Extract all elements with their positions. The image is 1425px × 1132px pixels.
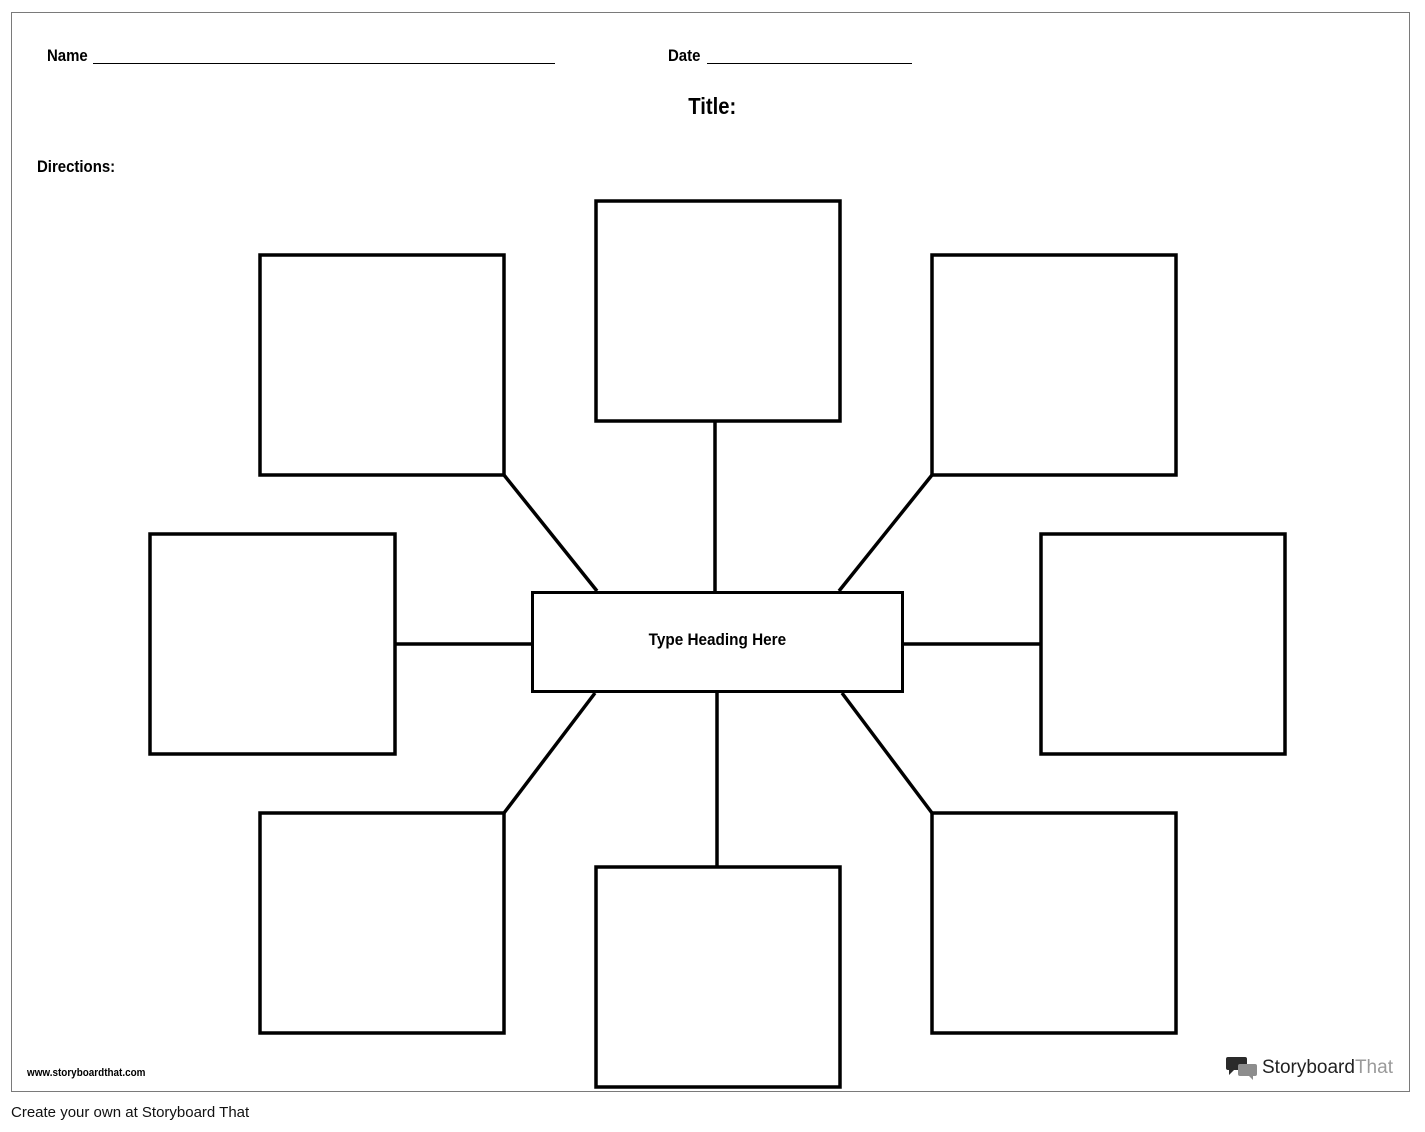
box-bottom-left[interactable] <box>258 811 506 1035</box>
create-your-own-link[interactable]: Create your own at Storyboard That <box>11 1104 250 1121</box>
center-heading-box[interactable]: Type Heading Here <box>531 591 904 693</box>
center-heading-text: Type Heading Here <box>648 630 787 649</box>
box-top-left[interactable] <box>258 253 506 477</box>
brand-name-that: That <box>1354 1057 1393 1078</box>
connector-bottom-right <box>840 691 934 815</box>
box-left[interactable] <box>148 532 397 756</box>
title-heading: Title: <box>0 93 1425 120</box>
site-url: www.storyboardthat.com <box>27 1067 146 1079</box>
connector-bottom-left <box>502 691 597 815</box>
box-bottom[interactable] <box>594 865 842 1089</box>
box-top[interactable] <box>594 199 842 423</box>
box-bottom-right[interactable] <box>930 811 1178 1035</box>
date-field[interactable] <box>707 63 912 64</box>
box-right[interactable] <box>1039 532 1287 756</box>
storyboard-that-logo-icon <box>1226 1057 1257 1080</box>
brand-name-storyboard: Storyboard <box>1262 1057 1355 1078</box>
connector-top-right <box>837 473 934 593</box>
title-label: Title: <box>688 93 737 119</box>
date-label: Date <box>668 46 701 65</box>
directions-label: Directions: <box>37 157 116 176</box>
name-label: Name <box>47 46 88 65</box>
connector-top-left <box>502 473 599 593</box>
name-field[interactable] <box>93 63 555 64</box>
box-top-right[interactable] <box>930 253 1178 477</box>
